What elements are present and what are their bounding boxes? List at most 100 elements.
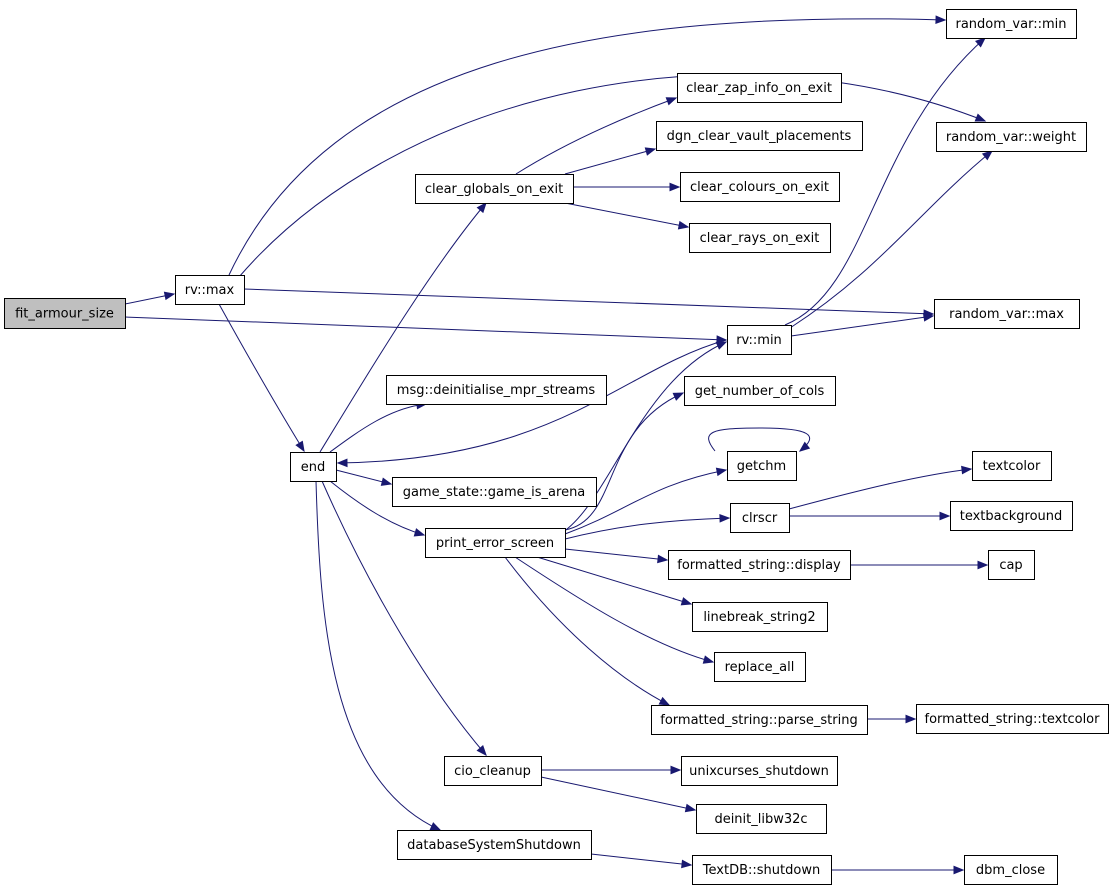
arrow-head-icon <box>163 291 176 301</box>
arrow-head-icon <box>684 803 697 813</box>
node-label: dbm_close <box>976 863 1045 878</box>
edge-line <box>321 480 487 756</box>
edge-line <box>708 427 811 452</box>
node-label: cap <box>999 558 1022 573</box>
node-cio_cleanup[interactable]: cio_cleanup <box>444 756 542 786</box>
edge-line <box>315 480 441 831</box>
edge-end-to-cio_cleanup <box>321 480 487 757</box>
node-clear_rays_on_exit[interactable]: clear_rays_on_exit <box>689 223 831 253</box>
arrow-head-icon <box>476 201 487 214</box>
edge-line <box>564 202 689 228</box>
node-label: textbackground <box>960 509 1063 524</box>
node-clear_globals_on_exit[interactable]: clear_globals_on_exit <box>415 174 574 204</box>
edge-formatted_string_parse_string-to-formatted_string_textcolor <box>867 714 917 724</box>
node-label: formatted_string::parse_string <box>660 713 857 728</box>
node-clrscr[interactable]: clrscr <box>730 503 790 533</box>
node-label: get_number_of_cols <box>695 384 825 399</box>
node-dgn_clear_vault_placements[interactable]: dgn_clear_vault_placements <box>656 121 863 151</box>
node-rv_max[interactable]: rv::max <box>175 275 245 305</box>
node-fit_armour_size[interactable]: fit_armour_size <box>4 298 126 329</box>
node-label: fit_armour_size <box>15 307 114 322</box>
node-get_number_of_cols[interactable]: get_number_of_cols <box>684 376 836 406</box>
edge-getchm-to-getchm <box>708 427 811 452</box>
node-formatted_string_textcolor[interactable]: formatted_string::textcolor <box>916 704 1109 734</box>
node-linebreak_string2[interactable]: linebreak_string2 <box>692 602 828 632</box>
node-label: clear_colours_on_exit <box>690 180 829 195</box>
edge-line <box>218 303 305 452</box>
node-box <box>714 652 806 682</box>
node-label: random_var::min <box>956 17 1067 32</box>
node-rv_min[interactable]: rv::min <box>727 325 792 355</box>
arrow-head-icon <box>975 37 987 48</box>
node-formatted_string_display[interactable]: formatted_string::display <box>668 550 851 580</box>
node-unixcurses_shutdown[interactable]: unixcurses_shutdown <box>681 756 838 786</box>
node-box <box>692 855 832 885</box>
node-box <box>656 121 863 151</box>
node-label: formatted_string::textcolor <box>925 712 1101 727</box>
edge-line <box>238 74 986 278</box>
node-dbm_close[interactable]: dbm_close <box>964 855 1058 885</box>
node-label: rv::min <box>736 333 782 348</box>
node-clear_zap_info_on_exit[interactable]: clear_zap_info_on_exit <box>677 73 842 103</box>
node-replace_all[interactable]: replace_all <box>714 652 806 682</box>
node-box <box>397 830 592 860</box>
node-label: formatted_string::display <box>677 558 841 573</box>
node-box <box>392 477 597 507</box>
edge-formatted_string_display-to-cap <box>850 560 989 570</box>
node-textcolor[interactable]: textcolor <box>972 451 1052 481</box>
arrow-head-icon <box>905 714 917 724</box>
edge-clear_globals_on_exit-to-dgn_clear_vault_placements <box>564 147 657 175</box>
node-databaseSystemShutdown[interactable]: databaseSystemShutdown <box>397 830 592 860</box>
arrow-head-icon <box>680 597 693 606</box>
node-box <box>916 704 1109 734</box>
edge-TextDB_shutdown-to-dbm_close <box>831 865 965 875</box>
edge-rv_min-to-random_var_max <box>790 313 935 337</box>
node-random_var_max[interactable]: random_var::max <box>934 299 1080 329</box>
edge-print_error_screen-to-get_number_of_cols <box>564 392 685 531</box>
node-box <box>730 503 790 533</box>
node-deinit_libw32c[interactable]: deinit_libw32c <box>696 804 827 834</box>
edge-line <box>329 480 425 536</box>
arrow-head-icon <box>476 744 487 757</box>
node-random_var_min[interactable]: random_var::min <box>946 9 1077 39</box>
arrow-head-icon <box>798 441 811 452</box>
node-print_error_screen[interactable]: print_error_screen <box>425 528 566 558</box>
edge-end-to-print_error_screen <box>329 480 426 537</box>
node-TextDB_shutdown[interactable]: TextDB::shutdown <box>692 855 832 885</box>
node-box <box>950 501 1073 531</box>
node-box <box>972 451 1052 481</box>
arrow-head-icon <box>977 560 989 570</box>
node-box <box>684 376 836 406</box>
node-box <box>696 804 827 834</box>
node-box <box>692 602 828 632</box>
node-msg_deinitialise_mpr_streams[interactable]: msg::deinitialise_mpr_streams <box>386 375 607 405</box>
node-formatted_string_parse_string[interactable]: formatted_string::parse_string <box>651 705 868 735</box>
arrow-head-icon <box>715 341 728 350</box>
edge-line <box>337 339 727 464</box>
node-box <box>689 223 831 253</box>
node-end[interactable]: end <box>290 452 337 482</box>
arrow-head-icon <box>922 313 935 322</box>
node-random_var_weight[interactable]: random_var::weight <box>936 122 1087 152</box>
node-game_state_game_is_arena[interactable]: game_state::game_is_arena <box>392 477 597 507</box>
node-box <box>175 275 245 305</box>
edge-line <box>590 853 692 866</box>
edge-line <box>504 556 670 706</box>
node-label: textcolor <box>983 459 1041 474</box>
edge-line <box>515 97 677 175</box>
node-box <box>425 528 566 558</box>
node-box <box>415 174 574 204</box>
node-cap[interactable]: cap <box>988 550 1035 580</box>
node-textbackground[interactable]: textbackground <box>950 501 1073 531</box>
node-label: game_state::game_is_arena <box>403 485 586 500</box>
arrow-head-icon <box>336 458 348 468</box>
node-getchm[interactable]: getchm <box>727 451 797 481</box>
edge-cio_cleanup-to-deinit_libw32c <box>540 776 697 813</box>
node-box <box>444 756 542 786</box>
edge-end-to-databaseSystemShutdown <box>315 480 442 831</box>
edge-cio_cleanup-to-unixcurses_shutdown <box>541 765 682 775</box>
arrow-head-icon <box>981 150 994 161</box>
node-clear_colours_on_exit[interactable]: clear_colours_on_exit <box>680 172 840 202</box>
arrow-head-icon <box>672 392 685 401</box>
